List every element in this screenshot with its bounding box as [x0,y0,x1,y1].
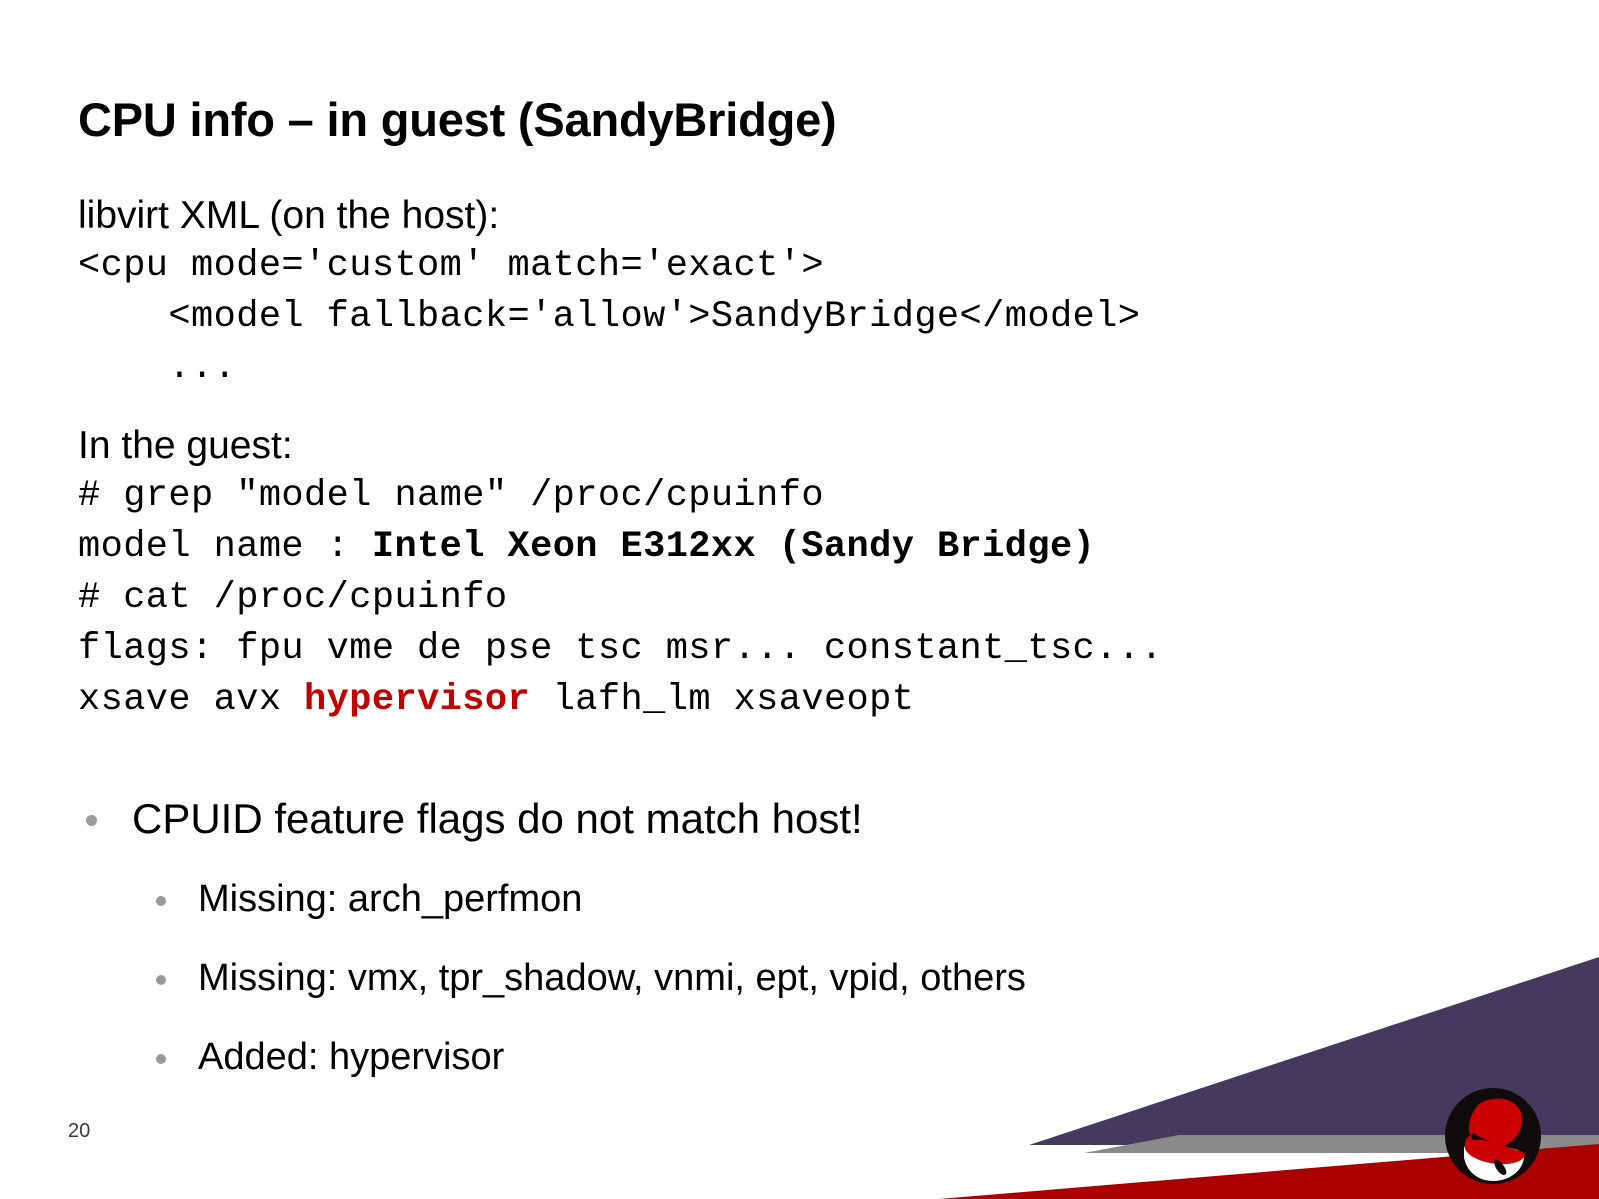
bullet-list: CPUID feature flags do not match host! M… [78,778,1518,1097]
logo-hat-brim [1464,1139,1525,1165]
model-name-value: Intel Xeon E312xx (Sandy Bridge) [371,526,1096,568]
xml-section-heading: libvirt XML (on the host): [78,194,500,237]
list-item: Added: hypervisor [156,1018,1518,1097]
xml-line-cpu: <cpu mode='custom' match='exact'> [78,245,824,287]
guest-command-grep: # grep "model name" /proc/cpuinfo [78,475,824,517]
guest-flags-line-2: xsave avx hypervisor lafh_lm xsaveopt [78,675,1498,726]
bullet-dot-icon [156,1054,166,1064]
section-spacer [78,394,1498,420]
xml-line-model: <model fallback='allow'>SandyBridge</mod… [78,296,1141,338]
page-title: CPU info – in guest (SandyBridge) [78,93,837,146]
xml-line-ellipsis: ... [78,347,237,389]
logo-hat-red [1464,1098,1523,1151]
bullet-level2-text: Missing: arch_perfmon [198,878,583,920]
list-item: Missing: arch_perfmon [156,860,1518,939]
guest-section-heading: In the guest: [78,424,293,467]
logo-face-shadow [1494,1158,1507,1175]
guest-command-cat: # cat /proc/cpuinfo [78,577,508,619]
bullet-dot-icon [86,815,97,826]
red-hat-shadowman-logo [1444,1087,1542,1185]
bullet-level2-text: Added: hypervisor [198,1036,505,1078]
flags-suffix: lafh_lm xsaveopt [530,679,915,721]
list-item: Missing: vmx, tpr_shadow, vnmi, ept, vpi… [156,939,1518,1018]
bullet-level2-text: Missing: vmx, tpr_shadow, vnmi, ept, vpi… [198,957,1026,999]
guest-flags-line-1: flags: fpu vme de pse tsc msr... constan… [78,628,1163,670]
slide-body: libvirt XML (on the host): <cpu mode='cu… [78,190,1498,726]
guest-model-name-line: model name : Intel Xeon E312xx (Sandy Br… [78,522,1498,573]
bullet-level1-text: CPUID feature flags do not match host! [132,795,863,842]
model-name-label: model name : [78,526,372,568]
flag-hypervisor-highlight: hypervisor [304,679,531,721]
flags-prefix: xsave avx [78,679,305,721]
page-number: 20 [68,1120,91,1142]
bullet-dot-icon [156,896,166,906]
list-item: CPUID feature flags do not match host! [86,778,1518,860]
bullet-dot-icon [156,975,166,985]
